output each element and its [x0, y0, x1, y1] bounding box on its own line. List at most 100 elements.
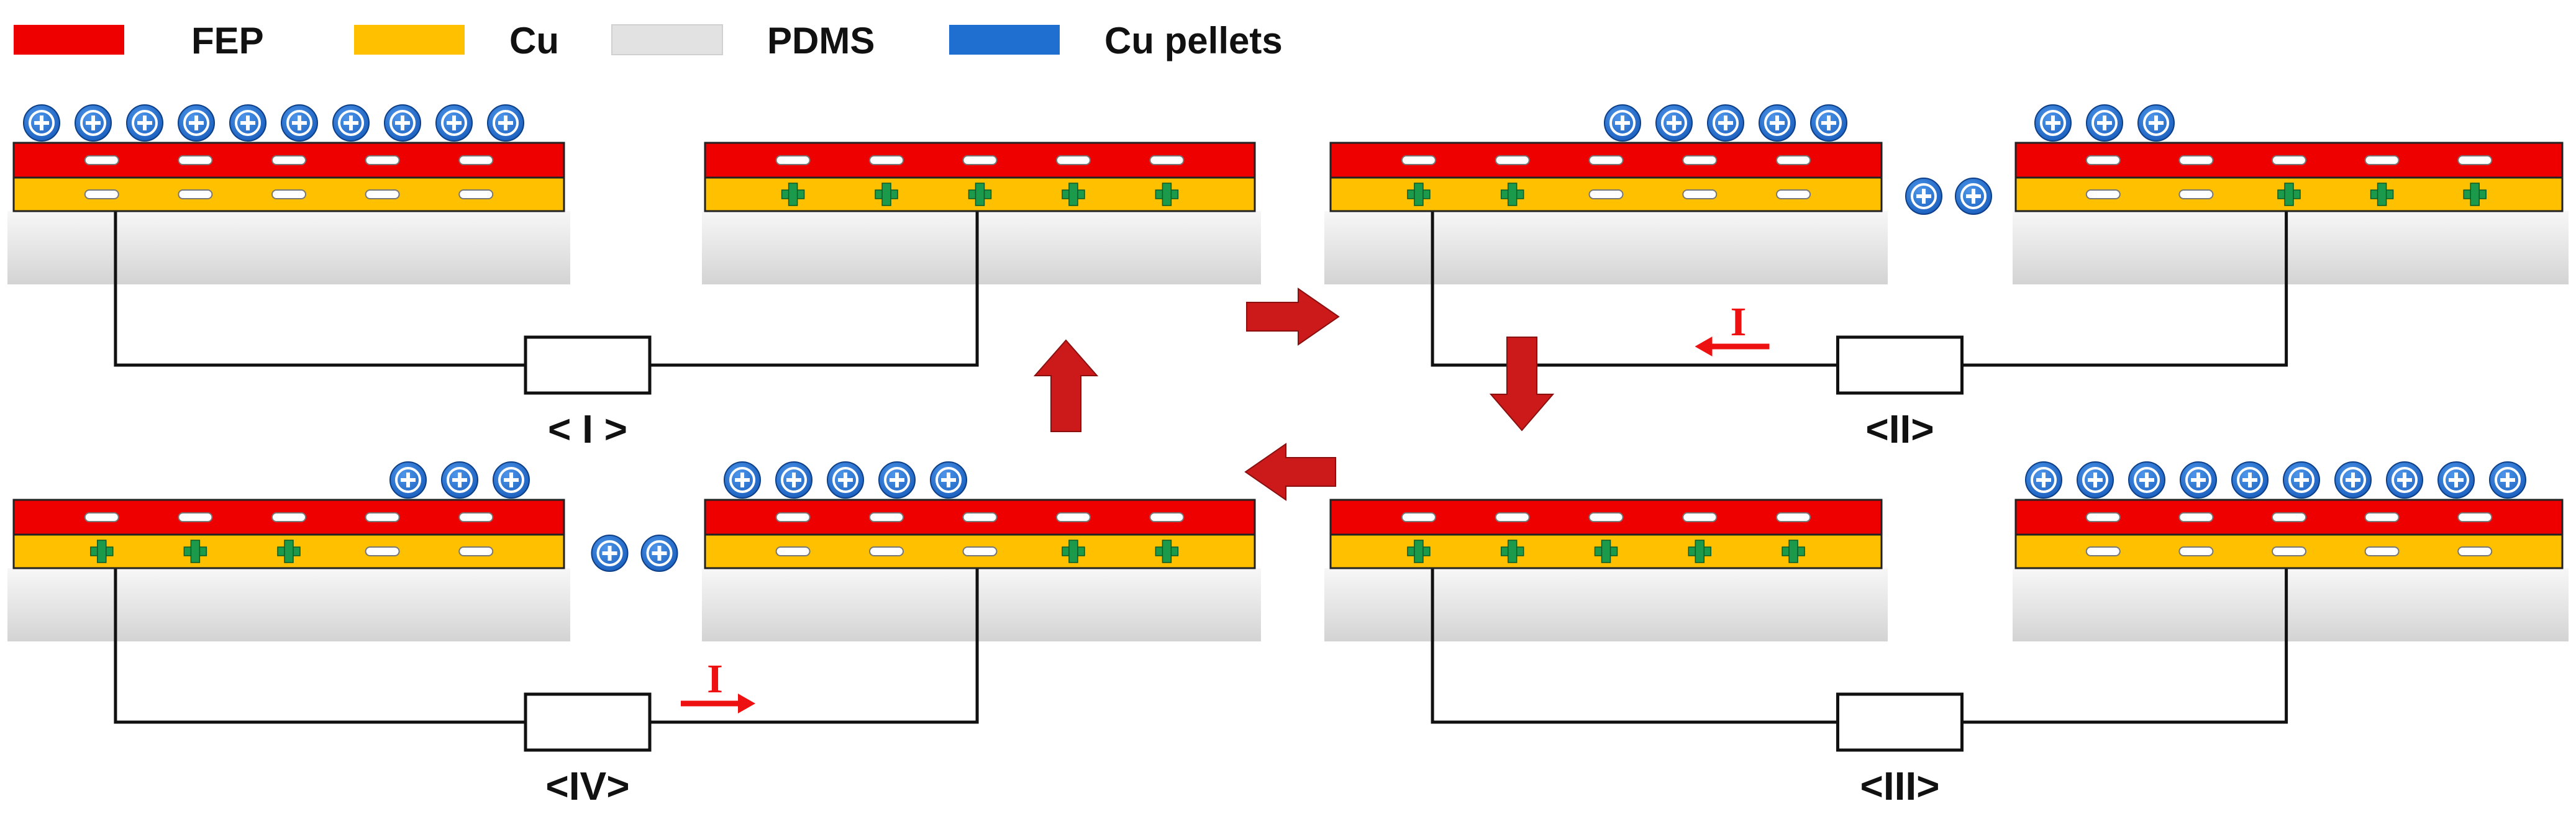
- cu-charge-positive: [1407, 183, 1431, 206]
- left-electrode: [12, 461, 565, 569]
- pdms-substrate-left: [7, 568, 570, 641]
- cu-pellet: [1655, 104, 1693, 142]
- legend-label-fep: FEP: [191, 20, 264, 61]
- fep-charge-negative: [271, 512, 306, 522]
- legend-label-pdms: PDMS: [767, 20, 875, 61]
- stage-label: < I >: [548, 407, 627, 451]
- cu-charge-negative: [365, 546, 400, 556]
- cu-charge-negative: [2085, 546, 2121, 556]
- right-electrode: [2014, 461, 2564, 569]
- fep-charge-negative: [2364, 512, 2400, 522]
- legend-label-cu: Cu: [509, 20, 559, 61]
- stage-label: <III>: [1860, 764, 1939, 808]
- fep-charge-negative: [458, 512, 494, 522]
- fep-charge-negative: [775, 155, 811, 165]
- fep-charge-negative: [2364, 155, 2400, 165]
- legend-swatch-cu: [354, 25, 465, 55]
- cu-charge-positive: [1688, 540, 1712, 563]
- cu-charge-negative: [775, 546, 811, 556]
- fep-charge-negative: [178, 155, 213, 165]
- fep-charge-negative: [2457, 155, 2493, 165]
- pdms-substrate-right: [2013, 211, 2569, 284]
- cycle-arrow-down-icon: [1489, 337, 1555, 432]
- stage-panels: < I ><II>I<III><IV>I: [7, 104, 2569, 808]
- cu-charge-negative: [2364, 546, 2400, 556]
- cu-charge-positive: [875, 183, 898, 206]
- fep-charge-negative: [84, 512, 119, 522]
- fep-charge-negative: [2272, 512, 2306, 522]
- fep-charge-negative: [2178, 155, 2214, 165]
- cu-pellet-gap: [1955, 178, 1992, 215]
- legend-swatch-fep: [14, 25, 124, 55]
- fep-charge-negative: [84, 155, 119, 165]
- cu-pellet-gap: [1905, 178, 1942, 215]
- fep-charge-negative: [365, 155, 400, 165]
- cu-charge-negative: [178, 189, 213, 199]
- cu-pellet: [2334, 461, 2372, 499]
- cu-charge-positive: [1594, 540, 1618, 563]
- fep-charge-negative: [1682, 155, 1718, 165]
- cu-pellet: [2489, 461, 2526, 499]
- cu-charge-negative: [2085, 189, 2121, 199]
- resistor-icon: [524, 335, 652, 395]
- fep-charge-negative: [365, 512, 400, 522]
- cu-charge-positive: [1062, 183, 1085, 206]
- pdms-substrate-left: [1324, 211, 1888, 284]
- cu-pellet: [2086, 104, 2123, 142]
- cu-pellet: [724, 461, 761, 499]
- fep-charge-negative: [1588, 512, 1624, 522]
- cu-pellet: [2034, 104, 2072, 142]
- cu-pellet: [2180, 461, 2217, 499]
- cu-pellet-gap: [640, 535, 678, 572]
- cu-pellet: [2386, 461, 2423, 499]
- fep-charge-negative: [178, 512, 213, 522]
- fep-charge-negative: [458, 155, 494, 165]
- left-electrode: [12, 104, 565, 212]
- cu-pellet: [384, 104, 421, 142]
- cycle-arrow-right-icon: [1246, 287, 1340, 346]
- cu-pellet: [493, 461, 530, 499]
- cu-pellet: [2025, 461, 2062, 499]
- legend-label-cu-pellets: Cu pellets: [1104, 20, 1283, 61]
- current-label: I: [707, 656, 723, 702]
- cu-pellet: [126, 104, 163, 142]
- circuit-wire: [114, 210, 979, 367]
- cycle-arrow-up-icon: [1033, 339, 1099, 432]
- fep-charge-negative: [1588, 155, 1624, 165]
- cu-charge-negative: [1682, 189, 1718, 199]
- pdms-substrate-right: [2013, 568, 2569, 641]
- fep-charge-negative: [1401, 155, 1436, 165]
- cu-charge-positive: [2463, 183, 2487, 206]
- cycle-arrows: [1033, 287, 1555, 501]
- cu-pellet: [487, 104, 524, 142]
- circuit-wire: [1431, 210, 2288, 367]
- fep-charge-negative: [1055, 512, 1091, 522]
- fep-charge-negative: [869, 155, 904, 165]
- cu-charge-positive: [1155, 183, 1179, 206]
- cu-pellet: [23, 104, 60, 142]
- cu-pellet: [178, 104, 215, 142]
- cu-charge-positive: [90, 540, 114, 563]
- current-indicator: I: [681, 656, 755, 713]
- cu-pellet: [1810, 104, 1847, 142]
- pdms-substrate-right: [702, 568, 1261, 641]
- fep-charge-negative: [2272, 155, 2306, 165]
- cu-charge-negative: [458, 546, 494, 556]
- fep-charge-negative: [1495, 512, 1530, 522]
- legend-item-cu: Cu: [354, 20, 559, 61]
- cu-pellet: [1604, 104, 1641, 142]
- cu-charge-positive: [1407, 540, 1431, 563]
- current-arrowhead: [1695, 337, 1713, 356]
- fep-charge-negative: [271, 155, 306, 165]
- right-electrode: [2014, 104, 2564, 212]
- cu-charge-positive: [1782, 540, 1805, 563]
- cu-pellet: [827, 461, 864, 499]
- pdms-substrate-right: [702, 211, 1261, 284]
- stage-label: <IV>: [545, 764, 629, 808]
- legend-item-cu-pellets: Cu pellets: [949, 20, 1283, 61]
- cu-pellet: [775, 461, 812, 499]
- cu-charge-negative: [271, 189, 306, 199]
- cu-pellet: [435, 104, 473, 142]
- circuit-wire: [114, 567, 979, 724]
